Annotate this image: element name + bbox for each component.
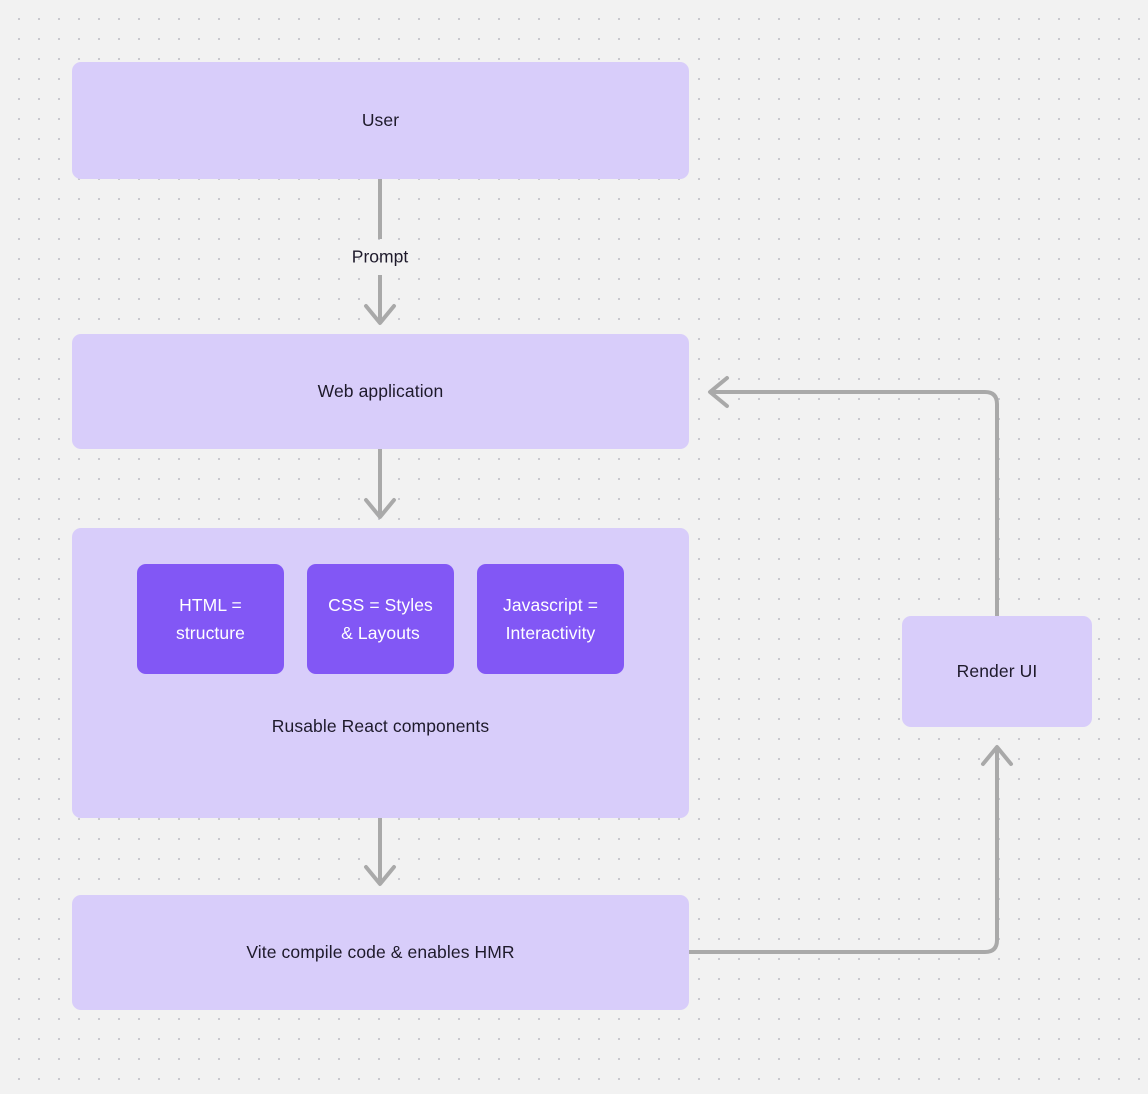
node-web-application-label: Web application	[317, 380, 444, 401]
node-reusable-react-components[interactable]: HTML = structure CSS = Styles & Layouts Ja…	[72, 528, 689, 818]
node-vite-label: Vite compile code & enables HMR	[246, 941, 515, 962]
node-html-line2: structure	[176, 623, 245, 643]
node-reusable-react-components-caption: Rusable React components	[72, 716, 689, 738]
node-html[interactable]: HTML = structure	[137, 564, 284, 674]
node-reusable-react-components-label: Rusable React components	[271, 716, 490, 736]
node-css-line1: CSS = Styles	[328, 594, 433, 615]
node-javascript[interactable]: Javascript = Interactivity	[477, 564, 624, 674]
node-html-line1: HTML =	[179, 594, 242, 615]
inner-node-row: HTML = structure CSS = Styles & Layouts Ja…	[72, 564, 689, 674]
edge-webapp-to-components	[364, 449, 396, 519]
node-css[interactable]: CSS = Styles & Layouts	[307, 564, 454, 674]
node-javascript-line2: Interactivity	[505, 623, 596, 643]
node-html-label: HTML = structure	[176, 591, 245, 648]
node-render-ui[interactable]: Render UI	[902, 616, 1092, 727]
node-user-label: User	[361, 109, 400, 130]
node-javascript-line1: Javascript =	[502, 594, 599, 615]
edge-render-to-webapp	[708, 376, 999, 616]
node-javascript-label: Javascript = Interactivity	[503, 591, 598, 648]
node-vite[interactable]: Vite compile code & enables HMR	[72, 895, 689, 1010]
node-render-ui-label: Render UI	[956, 660, 1038, 681]
edge-vite-to-render	[689, 745, 1013, 954]
node-css-label: CSS = Styles & Layouts	[328, 591, 433, 648]
node-web-application[interactable]: Web application	[72, 334, 689, 449]
edge-components-to-vite	[364, 818, 396, 886]
node-css-line2: & Layouts	[341, 623, 420, 643]
edge-label-prompt: Prompt	[351, 246, 409, 267]
node-user[interactable]: User	[72, 62, 689, 179]
